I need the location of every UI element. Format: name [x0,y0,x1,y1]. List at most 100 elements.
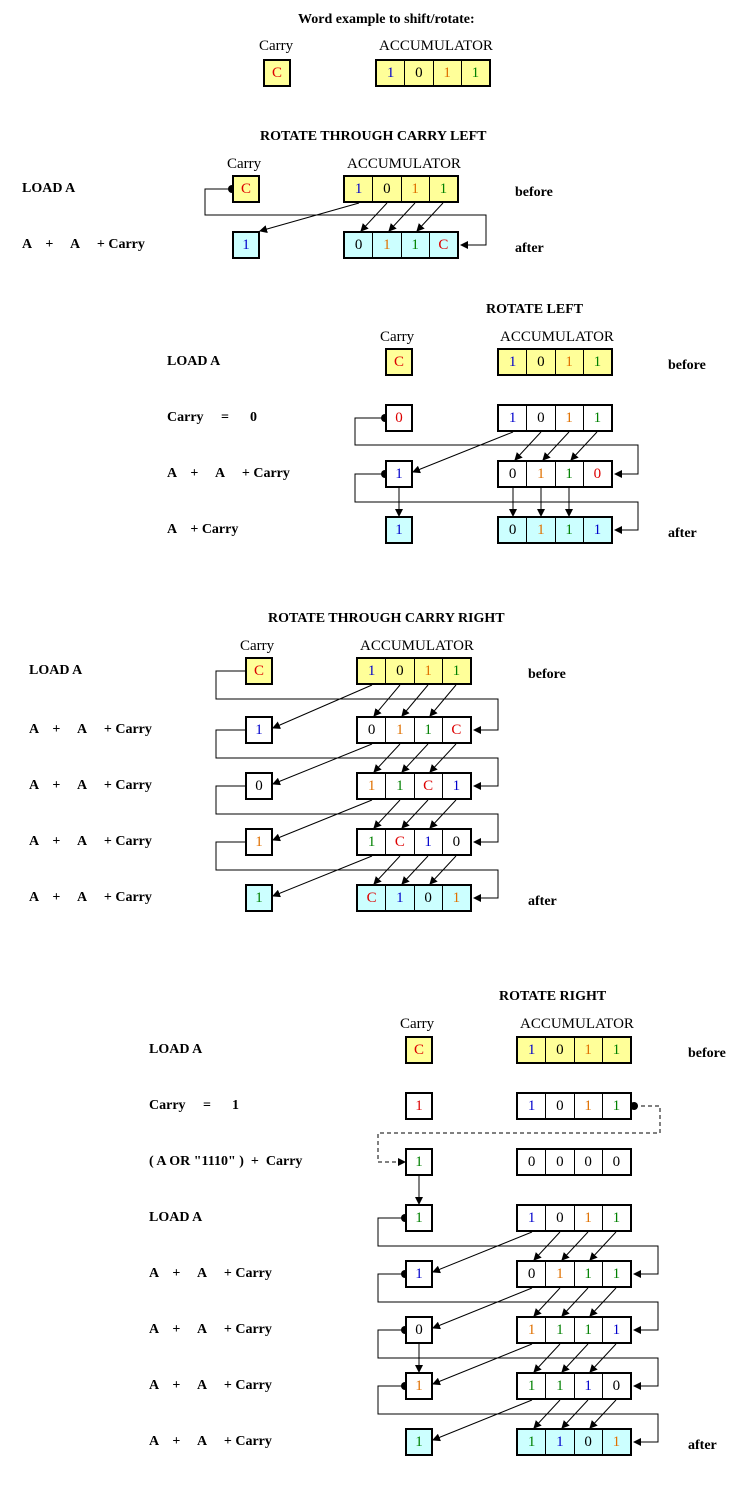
step-label: A + A + Carry [149,1378,272,1393]
wire-line [259,202,360,233]
accumulator-bit: 1 [546,1262,575,1286]
carry-value: 0 [255,777,263,794]
carry-box: 1 [232,231,260,259]
accumulator-bit: 1 [546,1318,575,1342]
accumulator-bit: 0 [518,1150,547,1174]
accumulator-bit: 1 [612,1433,621,1450]
carry-value: 1 [415,1265,423,1282]
accumulator-bit: 1 [439,180,448,197]
carry-box: 0 [385,404,413,432]
step-note: before [528,667,566,682]
step-label: A + A + Carry [29,778,152,793]
carry-box: 1 [405,1204,433,1232]
accumulator-bit: 1 [358,830,387,854]
wire-line [354,417,639,478]
wire-line [373,799,401,829]
accumulator-bit: 1 [452,777,461,794]
sec4-carry-header: Carry [400,1016,435,1032]
step-label: LOAD A [149,1210,203,1225]
carry-box: 1 [405,1428,433,1456]
wire-line [589,1287,617,1317]
wire-line [360,202,388,232]
accumulator-bit: 1 [386,718,415,742]
accumulator-bit: 1 [527,518,556,542]
wire-line [215,841,499,902]
sec3-acc-header: ACCUMULATOR [360,638,474,654]
wire-line [542,431,570,461]
wire-line [272,855,373,898]
sec4-title: ROTATE RIGHT [499,989,607,1004]
wire-line [401,799,429,829]
step-label: Carry = 1 [149,1098,240,1113]
carry-value: C [271,64,282,81]
accumulator-bit: 1 [471,64,480,81]
carry-box: 0 [405,1316,433,1344]
accumulator-bit: 0 [612,1153,621,1170]
step-note: before [668,358,706,373]
step-label: A + A + Carry [149,1266,272,1281]
wire-line [373,743,401,773]
accumulator-bit: 0 [575,1430,603,1454]
carry-value: 1 [255,889,263,906]
sec1-acc-header: ACCUMULATOR [347,156,461,172]
accumulator-bit: 0 [358,718,387,742]
carry-box: 0 [245,772,273,800]
carry-box: 1 [245,884,273,912]
wire-line [561,1287,589,1317]
accumulator-bit: 1 [415,659,443,683]
sec2-acc-header: ACCUMULATOR [500,329,614,345]
accumulator-bit: 0 [527,406,556,430]
accumulator-bit: 1 [575,1262,603,1286]
accumulator-bit: 1 [546,1374,575,1398]
accumulator-bit: 0 [345,233,374,257]
step-label: A + A + Carry [29,722,152,737]
step-note: before [688,1046,726,1061]
step-label: LOAD A [29,663,83,678]
carry-value: 1 [255,833,263,850]
wire-line [429,684,457,717]
wire-line [561,1231,589,1261]
carry-box: C [385,348,413,376]
accumulator-bit: 1 [575,1206,603,1230]
accumulator-bit: 0 [415,886,443,910]
carry-value: 1 [415,1433,423,1450]
wire-line [377,1329,659,1390]
accumulator-bit: C [386,830,415,854]
accumulator-bit: 1 [518,1374,547,1398]
accumulator-bit: 1 [499,406,528,430]
wire-line [570,431,598,461]
wire-line [272,799,373,842]
accumulator-bit: 1 [556,406,584,430]
wire-line [272,743,373,786]
carry-box: 1 [245,828,273,856]
accumulator-bit: C [438,236,449,253]
accumulator-bit: 1 [575,1038,603,1062]
accumulator-bit: 0 [593,465,602,482]
carry-value: 1 [242,236,250,253]
accumulator-bit: 1 [377,61,406,85]
accumulator-bit: 0 [499,462,528,486]
accumulator-bit: 1 [612,1097,621,1114]
accumulator-bit: 0 [499,518,528,542]
carry-value: C [240,180,251,197]
accumulator-bit: C [358,886,387,910]
accumulator-bit: 0 [386,659,415,683]
accumulator-bit: 1 [556,518,584,542]
accumulator-bit: 0 [546,1206,575,1230]
wire-line [412,431,514,474]
carry-value: 1 [255,721,263,738]
carry-value: 1 [395,465,403,482]
sec1-title: ROTATE THROUGH CARRY LEFT [260,129,487,144]
carry-value: C [253,662,264,679]
accumulator-bit: 1 [434,61,462,85]
